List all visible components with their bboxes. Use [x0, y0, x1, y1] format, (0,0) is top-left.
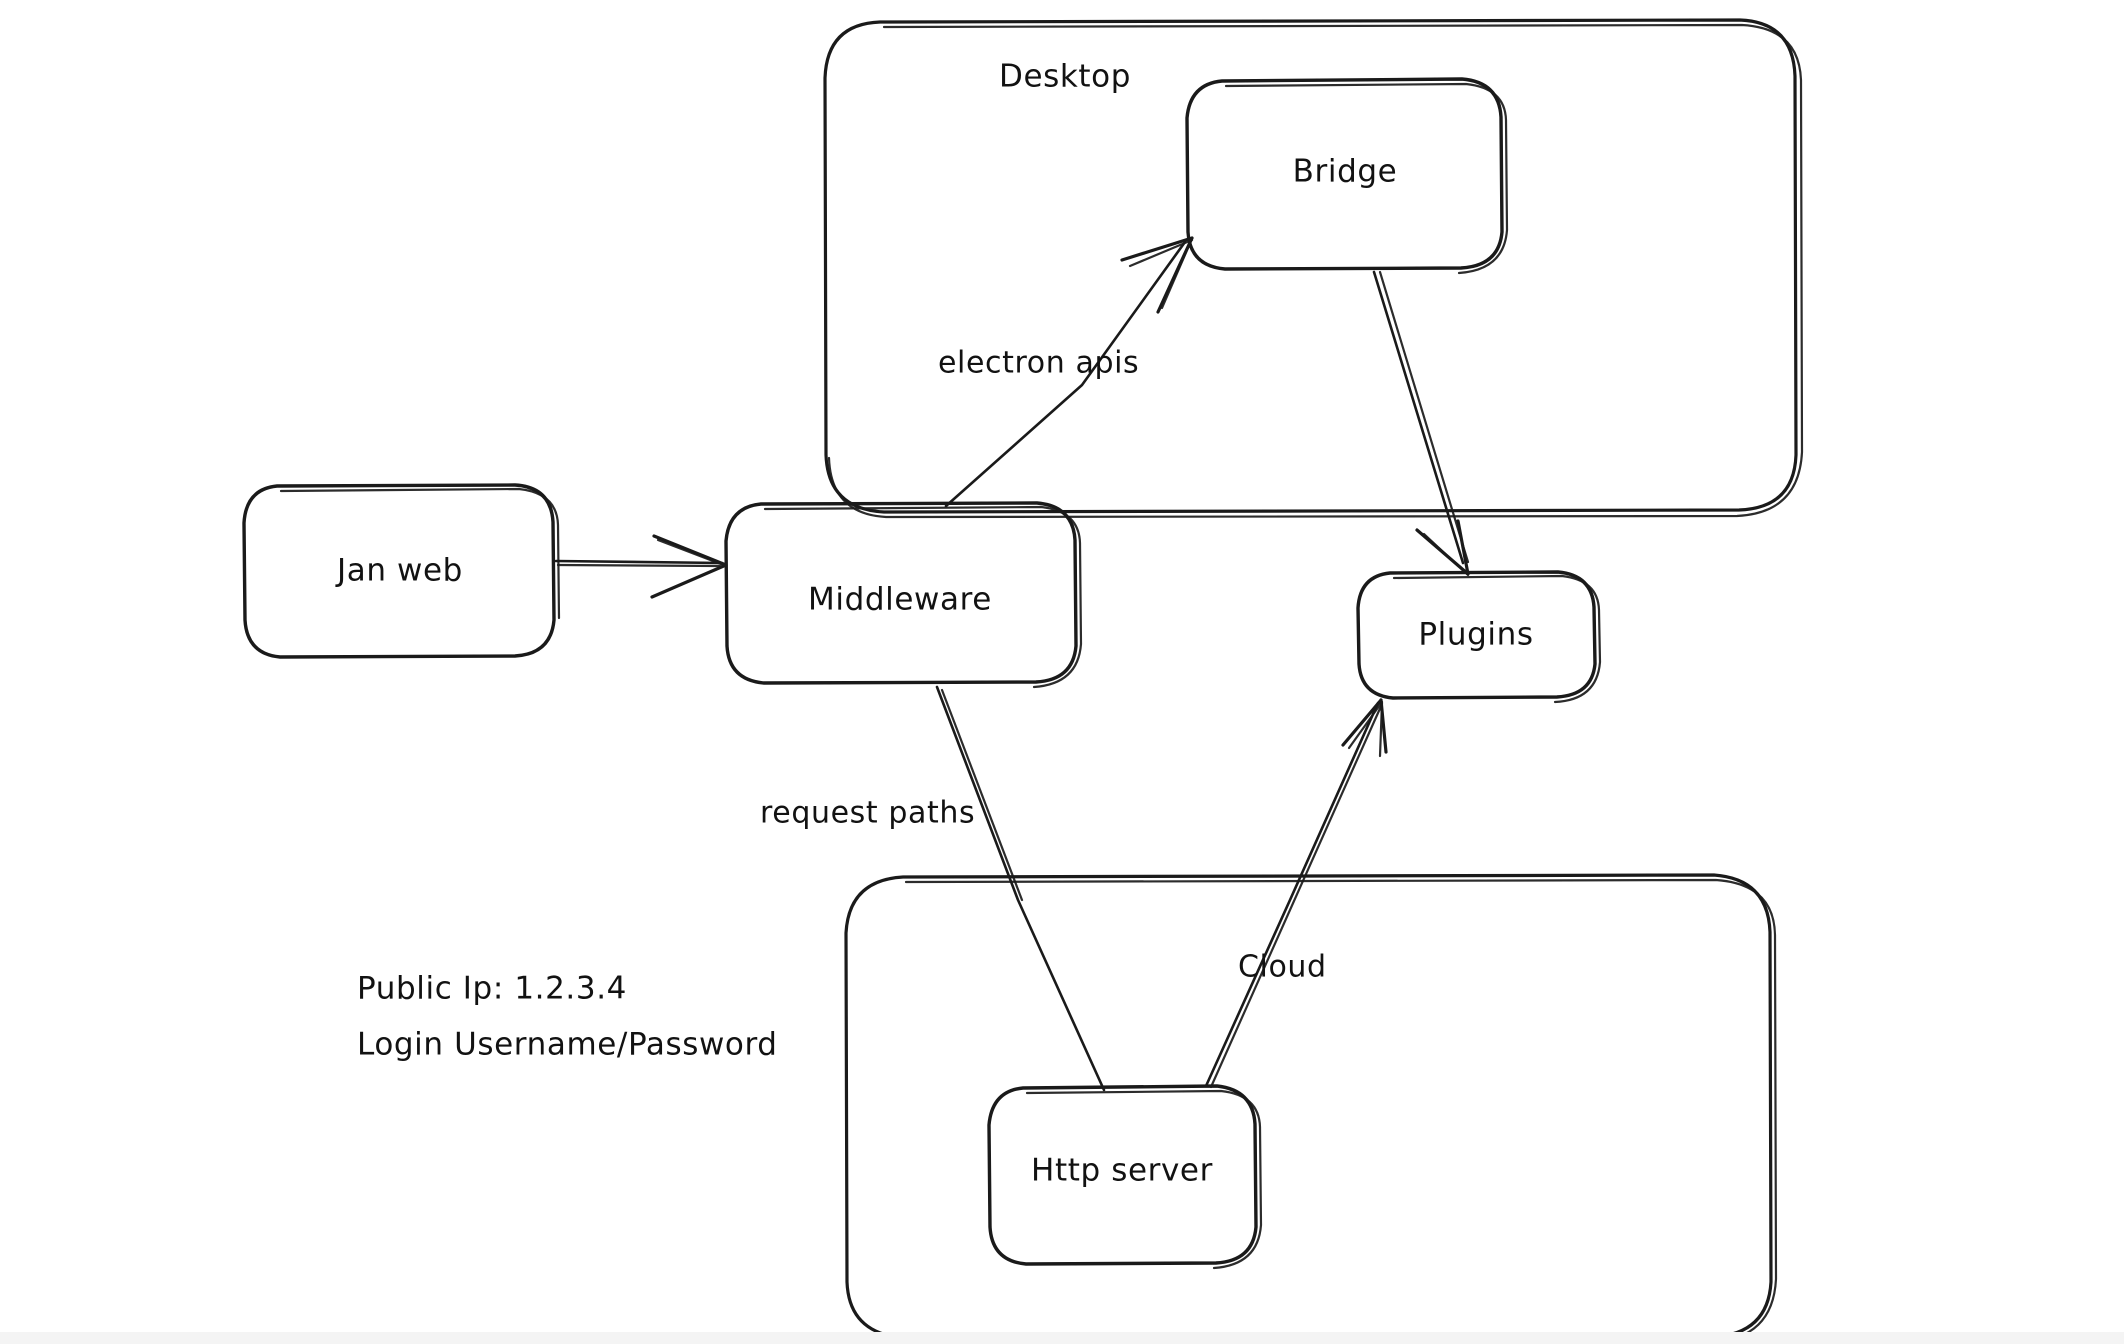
cloud-edge-label: Cloud	[1238, 950, 1327, 985]
jan-web-to-middleware-line-second-pass	[556, 563, 722, 568]
bridge-label: Bridge	[1293, 154, 1398, 190]
group-cloud-container	[844, 873, 1778, 1344]
request-paths-edge-label: request paths	[760, 796, 975, 831]
plugins-label: Plugins	[1418, 617, 1533, 653]
middleware-to-bridge-line	[944, 240, 1187, 508]
middleware-box	[724, 501, 1078, 685]
bridge-to-plugins-line	[1372, 270, 1465, 565]
middleware-to-bridge-arrowhead-second-pass	[1128, 238, 1194, 310]
desktop-group-label: Desktop	[999, 59, 1131, 95]
jan-web-to-middleware-arrowhead	[650, 534, 728, 599]
desktop-group-border-second-pass	[827, 23, 1804, 519]
cloud-group-border	[844, 873, 1773, 1340]
desktop-group-border	[823, 18, 1798, 514]
jan-web-box-second-pass	[279, 487, 561, 620]
http-server-label: Http server	[1031, 1153, 1213, 1189]
electron-apis-edge-label: electron apis	[938, 346, 1139, 381]
public-ip-note: Public Ip: 1.2.3.4	[357, 971, 627, 1007]
middleware-label: Middleware	[808, 582, 992, 618]
bridge-box-second-pass	[1224, 82, 1509, 275]
node-plugins[interactable]: Plugins	[1356, 570, 1602, 704]
notes-block: Public Ip: 1.2.3.4 Login Username/Passwo…	[357, 971, 778, 1063]
edge-middleware-to-http-server: request paths	[760, 685, 1106, 1092]
http-server-to-plugins-arrowhead-second-pass	[1347, 700, 1384, 758]
middleware-to-http-server-line	[935, 685, 1106, 1092]
bridge-to-plugins-line-second-pass	[1378, 270, 1470, 564]
node-http-server[interactable]: Http server	[987, 1084, 1263, 1270]
http-server-to-plugins-line-second-pass	[1209, 702, 1384, 1089]
middleware-to-http-server-line-second-pass	[940, 688, 1024, 902]
jan-web-to-middleware-line	[554, 559, 724, 565]
middleware-box-second-pass	[763, 505, 1083, 689]
jan-web-label: Jan web	[335, 553, 463, 589]
edge-http-server-to-plugins: Cloud	[1204, 698, 1388, 1089]
jan-web-box	[242, 483, 556, 659]
plugins-box-second-pass	[1392, 574, 1602, 704]
cloud-group-border-second-pass	[904, 878, 1778, 1344]
bottom-edge-strip	[0, 1332, 2124, 1344]
http-server-box	[987, 1084, 1258, 1266]
edge-jan-web-to-middleware	[554, 534, 728, 599]
edge-middleware-to-bridge: electron apis	[938, 236, 1194, 508]
edge-bridge-to-plugins	[1372, 270, 1470, 577]
node-jan-web[interactable]: Jan web	[242, 483, 561, 659]
middleware-to-bridge-arrowhead	[1120, 236, 1194, 314]
node-middleware[interactable]: Middleware	[724, 501, 1083, 689]
http-server-box-second-pass	[1025, 1089, 1263, 1270]
bridge-to-plugins-arrowhead	[1415, 519, 1470, 576]
login-credentials-note: Login Username/Password	[357, 1027, 778, 1063]
plugins-box	[1356, 570, 1597, 700]
jan-web-to-middleware-arrowhead-second-pass	[656, 538, 728, 568]
http-server-to-plugins-line	[1204, 701, 1380, 1088]
node-bridge[interactable]: Bridge	[1185, 77, 1509, 275]
bridge-to-plugins-arrowhead-second-pass	[1422, 532, 1470, 577]
